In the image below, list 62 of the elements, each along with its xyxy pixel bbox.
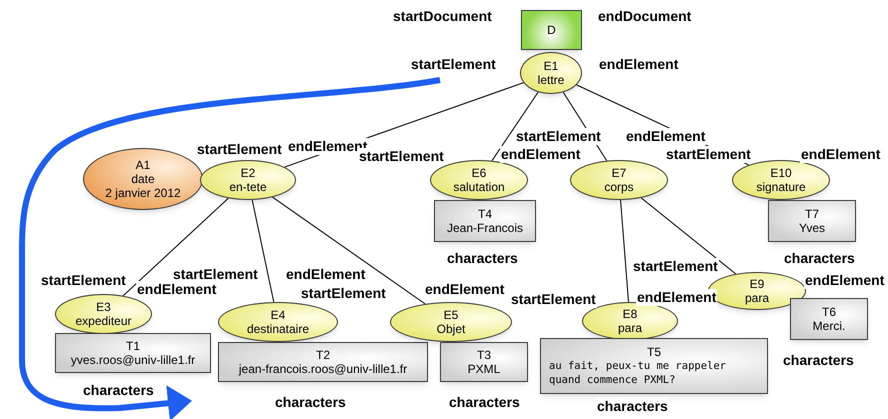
node-text: corps [604,180,634,194]
text-box [440,342,528,382]
connector-line [620,200,630,302]
node-text: Merci. [812,319,846,333]
text-box [434,200,536,242]
node-text: date [131,172,155,186]
node-text: destinataire [246,322,310,336]
event-label: startElement [515,128,602,145]
node-text: T5 [646,345,661,359]
node-text: E10 [770,166,792,180]
document-box [521,10,582,50]
text-box [55,333,211,373]
node-text: E2 [240,166,256,180]
connector-line [252,199,274,303]
node-text: T1 [126,339,140,353]
node-text: lettre [538,73,564,87]
connector-line [640,197,736,274]
node-text: E8 [622,307,638,321]
node-text: PXML [468,362,500,376]
text-box [540,338,768,394]
node-text: signature [756,180,806,194]
node-text: T2 [316,348,330,362]
node-text: Jean-Francois [446,221,524,235]
node-text: salutation [453,180,505,194]
node-text: yves.roos@univ-lille1.fr [70,353,196,367]
node-text: T6 [822,305,836,319]
event-label: endElement [500,146,582,163]
node-text: T3 [476,348,491,362]
node-text: expediteur [75,314,132,328]
connector-line [122,198,229,296]
node-text: E1 [544,59,558,73]
event-label: endElement [800,146,882,163]
node-text: Objet [436,322,466,336]
event-label: endElement [636,289,718,306]
element-ellipse [200,160,296,200]
connector-line [272,196,426,304]
node-text: A1 [136,158,150,172]
node-text: E6 [472,166,486,180]
node-text: en-tete [229,180,267,194]
node-text: T7 [804,207,819,221]
event-label: endElement [625,128,706,145]
event-label: endElement [804,272,886,289]
node-text: E9 [750,277,764,291]
node-text: E3 [96,300,111,314]
node-text: T4 [478,207,492,221]
event-label: startElement [665,146,752,163]
node-text: E7 [612,166,626,180]
node-text: para [618,321,642,335]
node-text: E4 [270,308,286,322]
node-text: 2 janvier 2012 [105,186,181,200]
node-text: E5 [444,308,458,322]
node-text: jean-francois.roos@univ-lille1.fr [238,362,408,376]
node-text: Yves [798,221,825,235]
event-label: startElement [510,291,597,308]
node-text: para [744,291,770,305]
connector-line [491,92,539,162]
node-text: D [547,23,556,37]
element-ellipse [520,52,582,94]
text-box [768,200,856,242]
node-text: au fait, peux-tu me rappeler quand commence PXML? [548,359,728,387]
text-box [790,298,868,340]
text-box [218,342,428,382]
